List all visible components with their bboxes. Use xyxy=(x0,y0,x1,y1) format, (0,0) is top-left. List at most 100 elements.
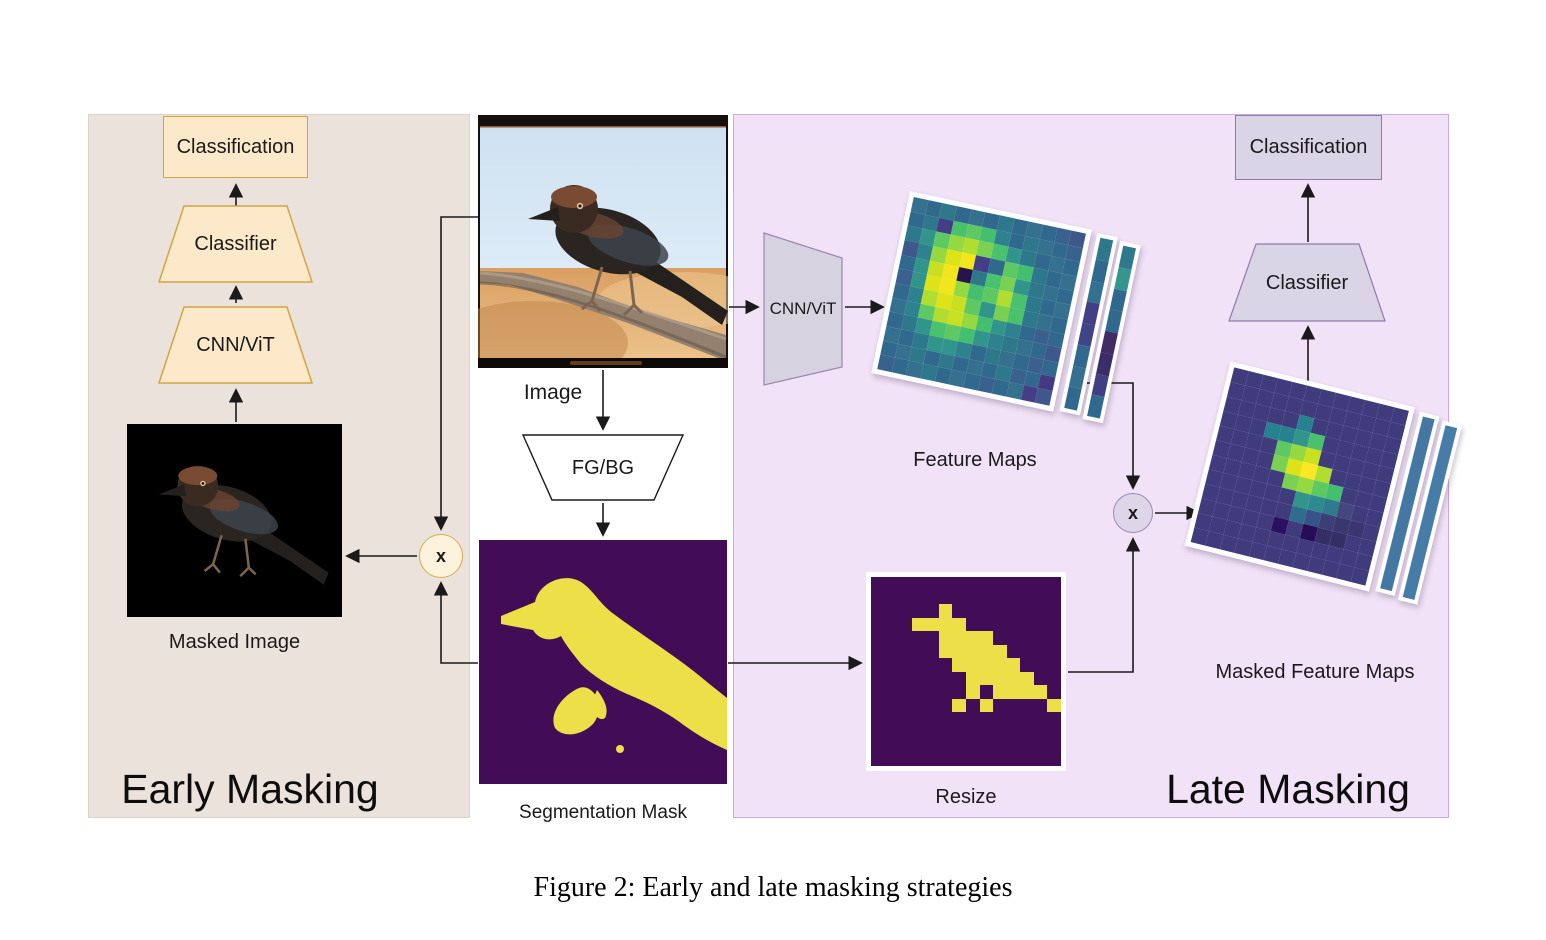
strip-segment xyxy=(1087,394,1105,419)
grid-cell xyxy=(871,671,885,685)
grid-cell xyxy=(884,712,899,726)
grid-cell xyxy=(911,725,926,739)
grid-cell xyxy=(925,671,939,685)
feature-map-grid xyxy=(877,197,1086,406)
grid-cell xyxy=(925,752,939,766)
strip-segment xyxy=(1068,365,1087,390)
grid-cell xyxy=(911,739,926,753)
grid-cell xyxy=(952,577,966,591)
grid-cell xyxy=(938,739,953,753)
trapezoid-shape xyxy=(157,306,314,384)
grid-cell xyxy=(911,577,926,591)
strip-segment xyxy=(1096,352,1114,376)
strip-segment xyxy=(1064,386,1082,411)
grid-cell xyxy=(979,658,994,672)
grid-cell xyxy=(871,604,885,618)
grid-cell xyxy=(925,658,939,672)
grid-cell xyxy=(1020,739,1034,753)
grid-cell xyxy=(938,698,953,712)
grid-cell xyxy=(952,658,966,672)
grid-cell xyxy=(1006,631,1021,645)
grid-cell xyxy=(1033,698,1048,712)
grid-cell xyxy=(1020,725,1034,739)
fgbg-trapezoid: FG/BG xyxy=(521,434,685,502)
funnel-shape xyxy=(763,232,843,386)
late-cnn-funnel: CNN/ViT xyxy=(763,231,843,387)
grid-cell xyxy=(938,671,953,685)
grid-cell xyxy=(965,698,980,712)
grid-cell xyxy=(938,590,953,604)
grid-cell xyxy=(911,617,926,631)
segmentation-mask xyxy=(479,540,727,784)
resized-mask xyxy=(866,572,1066,771)
grid-cell xyxy=(965,725,980,739)
grid-cell xyxy=(1047,617,1061,631)
strip-segment xyxy=(1091,373,1109,398)
grid-cell xyxy=(979,577,994,591)
grid-cell xyxy=(898,590,912,604)
grid-cell xyxy=(911,631,926,645)
grid-cell xyxy=(952,685,966,699)
grid-cell xyxy=(979,631,994,645)
grid-cell xyxy=(1020,577,1034,591)
late-classifier-trapezoid: Classifier xyxy=(1228,243,1386,323)
grid-cell xyxy=(1006,739,1021,753)
strip-segment xyxy=(1086,280,1105,305)
grid-cell xyxy=(1020,712,1034,726)
strip-segment xyxy=(1105,309,1123,334)
grid-cell xyxy=(965,685,980,699)
grid-cell xyxy=(1006,577,1021,591)
grid-cell xyxy=(1020,671,1034,685)
grid-cell xyxy=(938,604,953,618)
grid-cell xyxy=(871,644,885,658)
grid-cell xyxy=(1006,644,1021,658)
grid-cell xyxy=(1033,590,1048,604)
early-classification-box: Classification xyxy=(163,116,308,178)
grid-cell xyxy=(965,712,980,726)
resized-mask-grid xyxy=(871,577,1061,766)
grid-cell xyxy=(993,685,1007,699)
grid-cell xyxy=(993,631,1007,645)
grid-cell xyxy=(1033,658,1048,672)
grid-cell xyxy=(993,698,1007,712)
photo-credit-mark xyxy=(570,361,642,365)
grid-cell xyxy=(898,685,912,699)
fgbg-label: FG/BG xyxy=(571,456,635,479)
grid-cell xyxy=(965,671,980,685)
grid-cell xyxy=(1047,577,1061,591)
early-masking-title: Early Masking xyxy=(121,766,379,812)
grid-cell xyxy=(871,712,885,726)
grid-cell xyxy=(884,604,899,618)
grid-cell xyxy=(979,725,994,739)
grid-cell xyxy=(884,698,899,712)
early-cnn-label: CNN/ViT xyxy=(196,334,275,356)
grid-cell xyxy=(1006,698,1021,712)
grid-cell xyxy=(898,752,912,766)
grid-cell xyxy=(965,658,980,672)
grid-cell xyxy=(911,752,926,766)
grid-cell xyxy=(979,590,994,604)
grid-cell xyxy=(925,590,939,604)
grid-cell xyxy=(952,644,966,658)
grid-cell xyxy=(884,752,899,766)
grid-cell xyxy=(1035,388,1053,406)
grid-cell xyxy=(1350,567,1369,586)
grid-cell xyxy=(1020,685,1034,699)
grid-cell xyxy=(871,752,885,766)
segmentation-mask-image xyxy=(479,540,727,784)
grid-cell xyxy=(1006,685,1021,699)
grid-cell xyxy=(965,752,980,766)
grid-cell xyxy=(1033,725,1048,739)
grid-cell xyxy=(1020,658,1034,672)
early-cnn-trapezoid: CNN/ViT xyxy=(157,306,314,385)
grid-cell xyxy=(938,644,953,658)
multiply-node-early: x xyxy=(419,534,463,578)
grid-cell xyxy=(884,725,899,739)
grid-cell xyxy=(871,725,885,739)
late-classification-box: Classification xyxy=(1235,115,1382,180)
grid-cell xyxy=(993,577,1007,591)
masked-feature-maps-label: Masked Feature Maps xyxy=(1215,661,1415,683)
grid-cell xyxy=(1033,712,1048,726)
grid-cell xyxy=(993,658,1007,672)
